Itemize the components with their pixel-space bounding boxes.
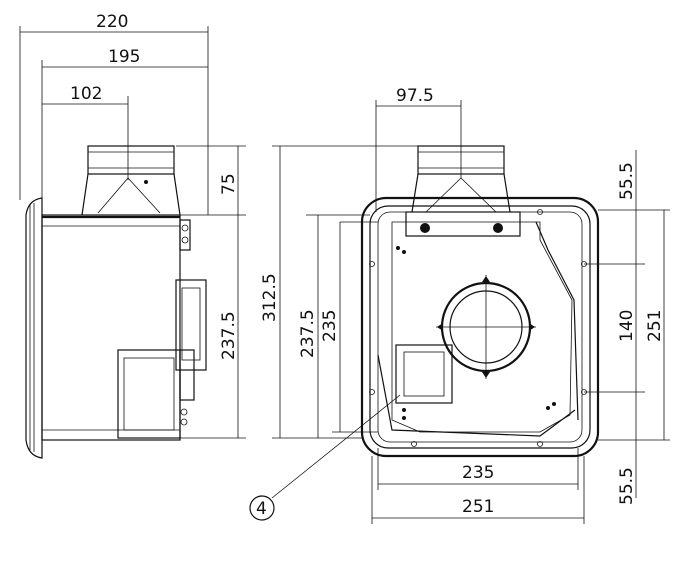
side-body [41, 214, 181, 441]
dim-237-5-side: 237.5 [219, 311, 239, 360]
dim-235-vertical: 235 [320, 310, 340, 342]
dim-237-5-front: 237.5 [298, 309, 318, 358]
front-blower-outlet [436, 275, 536, 379]
dim-235-horizontal: 235 [462, 463, 494, 483]
dim-140: 140 [617, 310, 637, 342]
dim-220: 220 [96, 12, 128, 32]
front-mounting-holes [369, 209, 587, 447]
dim-195: 195 [108, 47, 140, 67]
front-junction-box [395, 344, 453, 420]
dim-75: 75 [219, 173, 239, 195]
callout-circle [249, 495, 275, 521]
front-view: 97.5 312.5 237.5 235 55.5 140 251 55.5 2… [249, 86, 670, 524]
front-dimensions [272, 100, 670, 524]
dim-97-5: 97.5 [396, 86, 434, 106]
callout-leader [271, 394, 401, 499]
callout-number: 4 [256, 499, 267, 519]
side-duct-collar [81, 145, 181, 216]
dim-251-horizontal: 251 [462, 497, 494, 517]
side-grille [25, 197, 43, 459]
front-duct-collar [405, 145, 521, 237]
side-dimensions [19, 26, 246, 439]
front-housing [377, 221, 579, 437]
dim-102: 102 [70, 84, 102, 104]
side-motor [117, 219, 207, 439]
dim-55-5-top: 55.5 [617, 162, 637, 200]
dim-312-5: 312.5 [260, 273, 280, 322]
side-view: 220 195 102 75 237.5 [19, 12, 246, 459]
dim-55-5-bottom: 55.5 [617, 467, 637, 505]
dim-251-vertical: 251 [645, 310, 665, 342]
